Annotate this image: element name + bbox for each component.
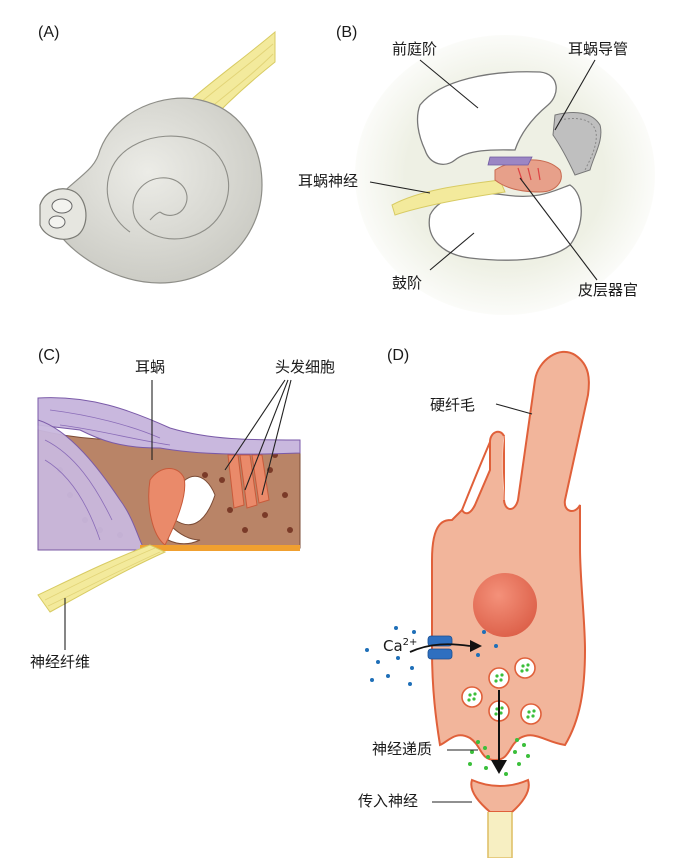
panel-a: (A)	[38, 24, 276, 284]
panel-b-tag: (B)	[336, 24, 357, 41]
panel-c: (C) 耳蜗 头发细胞 神经纤维	[30, 347, 335, 671]
stereocilium-short	[461, 441, 491, 511]
calcium-ions	[365, 626, 498, 686]
label-hair-cells: 头发细胞	[275, 358, 335, 376]
inner-hair-cell-c	[148, 468, 186, 546]
panel-a-tag: (A)	[38, 24, 59, 41]
nerve-b	[391, 179, 506, 216]
released-neurotransmitter	[468, 738, 530, 776]
tectorial-membrane-b	[487, 156, 533, 166]
synaptic-vesicles	[461, 657, 542, 725]
afferent-terminal	[470, 778, 530, 813]
hair-cell-body	[431, 350, 590, 762]
panel-d-tag: (D)	[387, 347, 409, 364]
label-afferent-nerve: 传入神经	[358, 792, 418, 810]
cochlea-spiral	[39, 97, 263, 284]
tectorial-membrane-c	[37, 397, 301, 455]
cochlea-base-opening	[39, 188, 87, 240]
label-cochlear-duct: 耳蜗导管	[568, 40, 628, 58]
label-cochlear-nerve: 耳蜗神经	[298, 172, 358, 190]
panel-b: (B) 前庭阶 耳蜗导管 耳蜗神经 鼓阶 皮层器官	[298, 24, 655, 315]
panel-d: (D)	[358, 347, 590, 858]
basilar-edge	[140, 545, 300, 551]
nucleus	[473, 573, 537, 637]
label-stereocilia: 硬纤毛	[430, 396, 475, 414]
label-scala-vestibuli: 前庭阶	[392, 40, 437, 58]
cochlear-duct-region	[552, 112, 602, 176]
label-organ-of-corti: 皮层器官	[578, 281, 638, 299]
label-calcium: Ca2+	[383, 637, 417, 655]
panel-c-tag: (C)	[38, 347, 60, 364]
label-scala-tympani: 鼓阶	[392, 274, 422, 292]
label-cochlea: 耳蜗	[135, 358, 165, 376]
label-nerve-fibers: 神经纤维	[30, 653, 90, 671]
scala-vestibuli	[416, 71, 557, 165]
label-neurotransmitter: 神经递质	[372, 740, 432, 758]
